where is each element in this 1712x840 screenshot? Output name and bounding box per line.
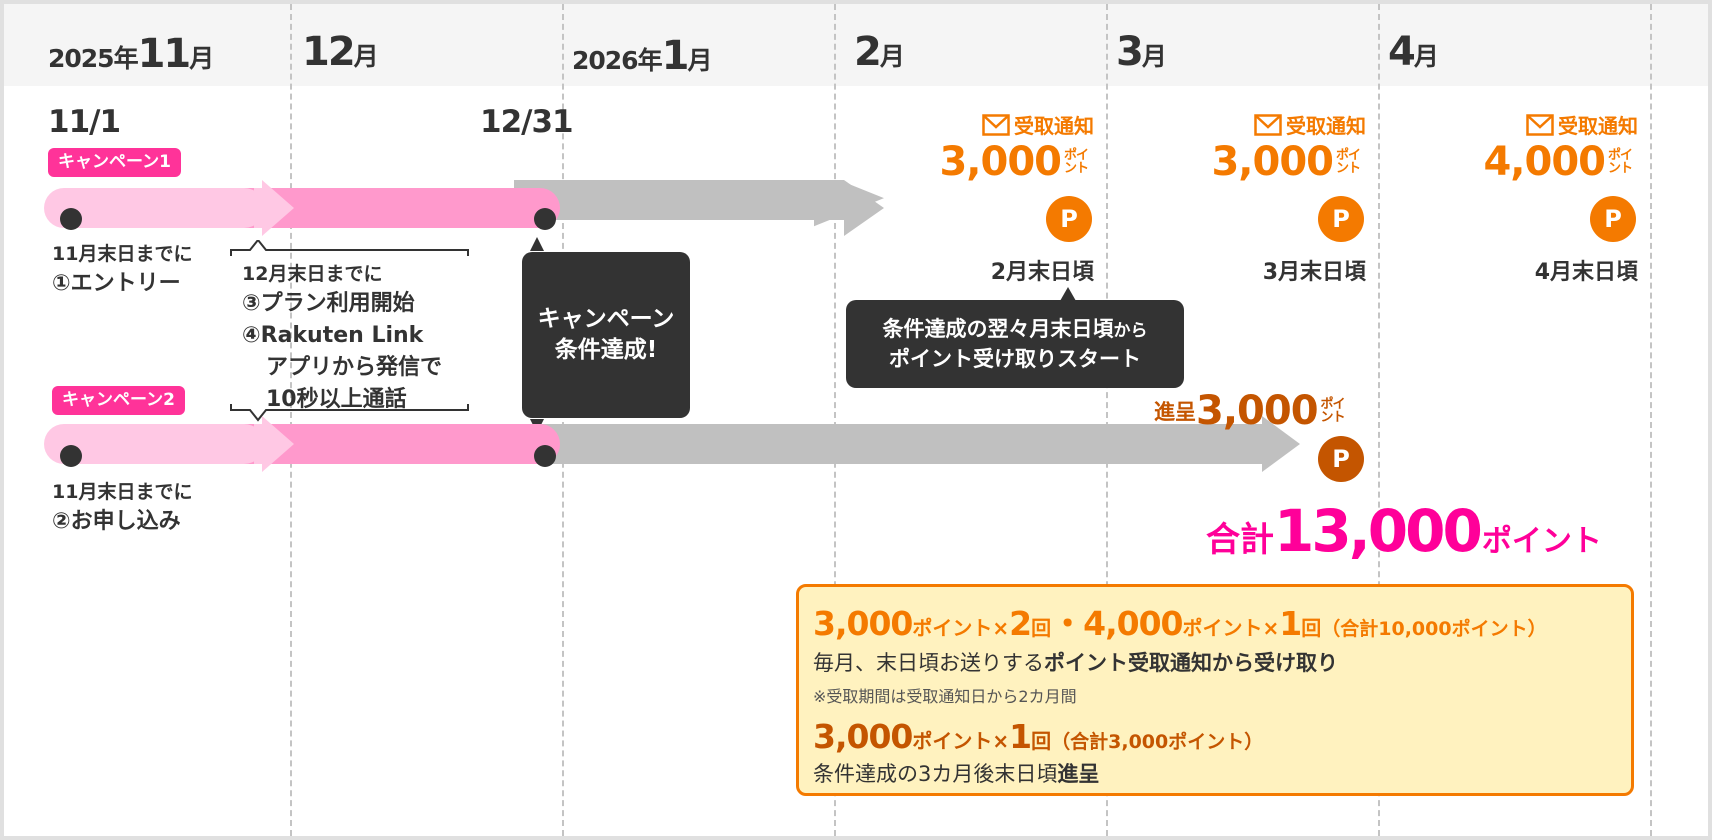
campaign2-step-deadline: 11月末日までに (52, 481, 193, 503)
achieved-box-pointer-up (530, 236, 544, 251)
month-label-dec: 12月 (302, 29, 379, 75)
grant-point-icon: P (1318, 436, 1364, 482)
notice-feb-due: 2月末日頃 (990, 260, 1094, 285)
point-icon: P (1046, 196, 1092, 242)
grant-amount: 進呈 3,000 ポイント (1154, 388, 1346, 434)
notice-apr-amount: 4,000 ポイント (1483, 138, 1633, 185)
campaign2-end-dot (534, 445, 556, 467)
month-label-feb: 2月 (854, 29, 905, 75)
campaign1-step-entry: ①エントリー (52, 271, 181, 296)
campaign2-start-dot (60, 445, 82, 467)
campaign1-badge: キャンペーン1 (48, 148, 181, 177)
campaign1-end-dot (534, 208, 556, 230)
mail-icon (1526, 113, 1554, 136)
notice-mar-due: 3月末日頃 (1262, 260, 1366, 285)
month-label-apr: 4月 (1388, 29, 1439, 75)
month-divider (290, 4, 292, 836)
month-divider (1378, 4, 1380, 836)
month-divider (1650, 4, 1652, 836)
campaign1-timeline-bar (44, 180, 884, 236)
summary-note: ※受取期間は受取通知日から2カ月間 (813, 687, 1077, 706)
step4-rakuten-link: ④Rakuten Link (242, 323, 424, 348)
summary-monthly-points: 3,000ポイント×2回・4,000ポイント×1回（合計10,000ポイント） (813, 604, 1547, 643)
campaign1-step-deadline: 11月末日までに (52, 243, 193, 265)
summary-grant-points: 3,000ポイント×1回（合計3,000ポイント） (813, 717, 1264, 756)
month-divider (834, 4, 836, 836)
start-receiving-box: 条件達成の翌々月末日頃から ポイント受け取りスタート (846, 300, 1184, 388)
notice-feb: 受取通知 3,000 ポイント (884, 110, 1094, 184)
notice-feb-amount: 3,000 ポイント (939, 138, 1089, 185)
campaign2-timeline-bar (44, 416, 1304, 472)
mail-icon (1254, 113, 1282, 136)
month-divider (562, 4, 564, 836)
step4-call-from-app: アプリから発信で (266, 355, 443, 380)
month-label-nov: 2025年11月 (48, 31, 215, 77)
december-deadline: 12月末日までに (242, 263, 383, 285)
month-divider (1106, 4, 1108, 836)
campaign2-step-apply: ②お申し込み (52, 509, 181, 534)
start-date: 11/1 (48, 104, 121, 140)
end-date: 12/31 (480, 104, 574, 140)
month-header (4, 4, 1708, 86)
month-label-jan: 2026年1月 (572, 33, 713, 79)
notice-apr: 受取通知 4,000 ポイント (1428, 110, 1638, 184)
mail-icon (982, 113, 1010, 136)
campaign-timeline: 2025年11月 12月 2026年1月 2月 3月 4月 11/1 12/31… (4, 4, 1708, 836)
summary-grant-desc: 条件達成の3カ月後末日頃進呈 (813, 762, 1100, 786)
notice-mar-amount: 3,000 ポイント (1211, 138, 1361, 185)
point-icon: P (1590, 196, 1636, 242)
campaign2-badge: キャンペーン2 (52, 386, 185, 415)
notice-apr-due: 4月末日頃 (1534, 260, 1638, 285)
total-points: 合計 13,000 ポイント (1206, 497, 1602, 565)
december-steps-bracket (230, 238, 470, 432)
campaign1-start-dot (60, 208, 82, 230)
start-box-pointer (1060, 286, 1076, 301)
point-icon: P (1318, 196, 1364, 242)
summary-monthly-desc: 毎月、末日頃お送りするポイント受取通知から受け取り (813, 651, 1338, 675)
summary-box: 3,000ポイント×2回・4,000ポイント×1回（合計10,000ポイント） … (796, 584, 1634, 796)
month-label-mar: 3月 (1116, 29, 1167, 75)
step4-ten-second-call: 10秒以上通話 (266, 387, 407, 412)
campaign-achieved-box: キャンペーン 条件達成! (522, 252, 690, 418)
notice-mar: 受取通知 3,000 ポイント (1156, 110, 1366, 184)
step3-plan-start: ③プラン利用開始 (242, 291, 415, 316)
